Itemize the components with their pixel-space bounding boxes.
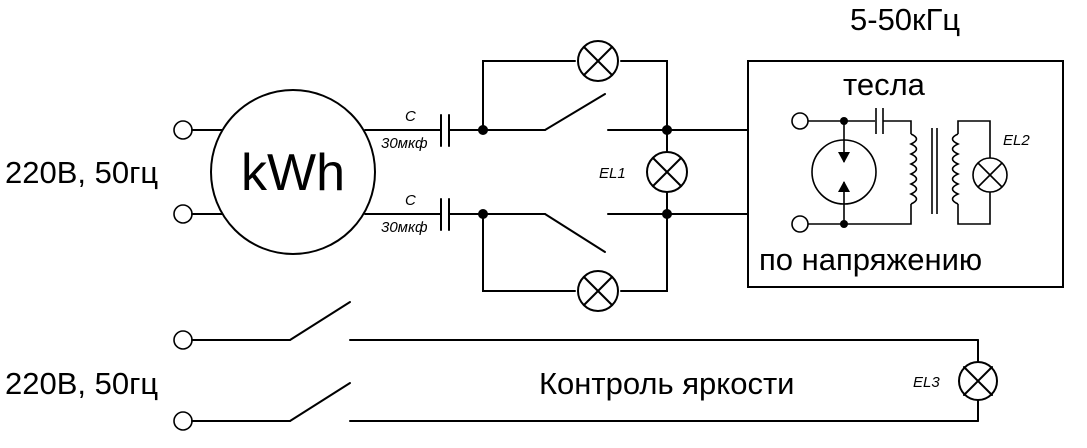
lamp-top xyxy=(577,40,619,82)
tesla-label: тесла xyxy=(843,67,926,102)
wire xyxy=(883,120,912,134)
lamp-el2 xyxy=(972,157,1008,193)
junction-dot xyxy=(840,117,848,125)
terminal-top-2 xyxy=(173,204,193,224)
primary-coil xyxy=(909,133,918,205)
arrow-up xyxy=(838,181,850,192)
terminal-bottom-2 xyxy=(173,411,193,431)
wire xyxy=(482,213,576,292)
inner-terminal-1 xyxy=(791,112,809,130)
switch-bottom-2 xyxy=(289,382,351,422)
wire xyxy=(482,60,576,131)
secondary-coil xyxy=(951,133,960,205)
wire xyxy=(620,60,668,131)
cap-bottom-name: С xyxy=(405,192,416,209)
wire xyxy=(844,204,912,225)
cap-top-name: С xyxy=(405,108,416,125)
brightness-control-label: Контроль яркости xyxy=(539,366,794,401)
capacitor-bottom xyxy=(440,198,450,231)
frequency-label: 5-50кГц xyxy=(850,2,960,37)
cap-top-value: 30мкф xyxy=(381,135,428,152)
wire xyxy=(620,213,668,292)
supply-bottom-label: 220В, 50гц xyxy=(5,366,158,401)
lamp-el1 xyxy=(646,151,688,193)
wire xyxy=(957,192,991,225)
cap-bottom-value: 30мкф xyxy=(381,219,428,236)
lamp-el2-label: EL2 xyxy=(1003,132,1030,149)
terminal-top-1 xyxy=(173,120,193,140)
terminal-bottom-1 xyxy=(173,330,193,350)
switch-bottom xyxy=(544,213,606,253)
supply-top-label: 220В, 50гц xyxy=(5,155,158,190)
by-voltage-label: по напряжению xyxy=(759,242,982,277)
meter-label: kWh xyxy=(241,144,345,202)
lamp-el3 xyxy=(958,361,998,401)
switch-top xyxy=(544,93,606,131)
arrow-down xyxy=(838,152,850,163)
lamp-el1-label: EL1 xyxy=(599,165,626,182)
inner-terminal-2 xyxy=(791,215,809,233)
wire xyxy=(957,120,991,158)
lamp-bottom xyxy=(577,270,619,312)
switch-bottom-1 xyxy=(289,301,351,341)
lamp-el3-label: EL3 xyxy=(913,374,940,391)
kwh-meter xyxy=(210,89,376,255)
capacitor-top xyxy=(440,114,450,147)
tesla-generator-box xyxy=(747,60,1064,288)
